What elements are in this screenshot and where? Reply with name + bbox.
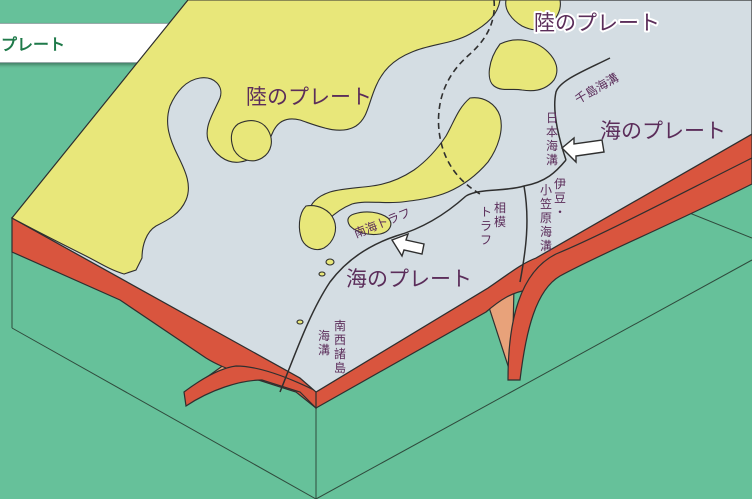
svg-text:本: 本 bbox=[546, 125, 558, 139]
svg-text:海: 海 bbox=[546, 138, 558, 153]
svg-text:豆: 豆 bbox=[554, 191, 566, 205]
svg-text:・: ・ bbox=[554, 205, 566, 219]
land-plate-label-top: 陸のプレート bbox=[534, 11, 660, 35]
land-masses bbox=[11, 0, 561, 325]
trench-lines bbox=[279, 57, 611, 393]
svg-text:日: 日 bbox=[546, 111, 558, 125]
svg-text:南: 南 bbox=[334, 318, 346, 333]
sagami-trough-label: 相 模 ト ラ フ bbox=[480, 201, 506, 247]
land-plate-label-left: 陸のプレート bbox=[246, 85, 372, 109]
svg-text:海: 海 bbox=[318, 328, 330, 343]
svg-text:諸: 諸 bbox=[334, 346, 346, 361]
svg-text:相: 相 bbox=[494, 201, 506, 215]
svg-text:小: 小 bbox=[540, 183, 552, 197]
header-tab[interactable]: プレート bbox=[0, 23, 176, 63]
japan-trench-label: 日 本 海 溝 bbox=[546, 111, 558, 167]
plate-cross-section bbox=[11, 133, 752, 410]
izu-ogasawara-trench-label: 伊 豆 ・ 小 笠 原 海 溝 bbox=[540, 177, 566, 253]
svg-text:溝: 溝 bbox=[318, 343, 330, 357]
svg-text:溝: 溝 bbox=[540, 239, 552, 253]
plate-boundary-dashed bbox=[437, 0, 496, 195]
svg-text:溝: 溝 bbox=[546, 153, 558, 167]
header-title: プレート bbox=[1, 35, 66, 54]
plate-motion-arrow-icon bbox=[390, 136, 605, 258]
svg-text:海: 海 bbox=[540, 224, 552, 239]
svg-text:ト: ト bbox=[480, 205, 492, 219]
svg-text:原: 原 bbox=[540, 211, 552, 225]
svg-text:笠: 笠 bbox=[540, 196, 552, 211]
ocean-plate-label-center: 海のプレート bbox=[346, 267, 472, 291]
svg-text:西: 西 bbox=[334, 333, 346, 347]
svg-text:伊: 伊 bbox=[554, 177, 566, 191]
nansei-trench-label: 南 西 諸 島 海 溝 bbox=[318, 318, 346, 375]
svg-text:模: 模 bbox=[494, 215, 506, 229]
svg-text:島: 島 bbox=[334, 360, 346, 375]
svg-text:ラ: ラ bbox=[480, 219, 492, 233]
svg-text:フ: フ bbox=[480, 233, 492, 247]
ocean-plate-label-right: 海のプレート bbox=[600, 119, 726, 143]
